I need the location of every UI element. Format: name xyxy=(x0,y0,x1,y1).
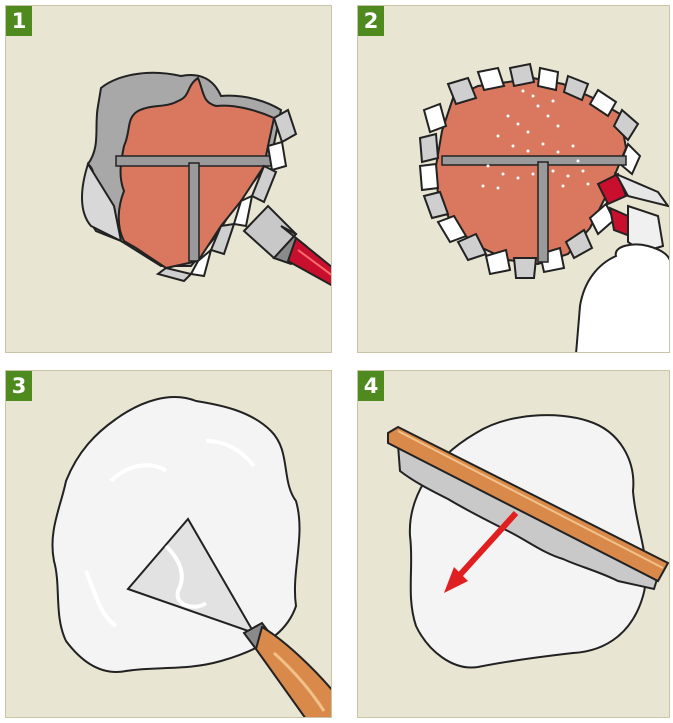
step-3-number: 3 xyxy=(6,371,32,401)
step-4-panel: 4 xyxy=(357,370,670,718)
step-3-illustration xyxy=(6,371,332,718)
step-1-panel: 1 xyxy=(5,5,332,353)
step-2-panel: 2 xyxy=(357,5,670,353)
step-3-panel: 3 xyxy=(5,370,332,718)
step-2-number: 2 xyxy=(358,6,384,36)
step-2-illustration xyxy=(358,6,670,353)
step-1-illustration xyxy=(6,6,332,353)
brush-icon xyxy=(244,206,332,286)
step-4-number: 4 xyxy=(358,371,384,401)
step-1-number: 1 xyxy=(6,6,32,36)
step-4-illustration xyxy=(358,371,670,718)
